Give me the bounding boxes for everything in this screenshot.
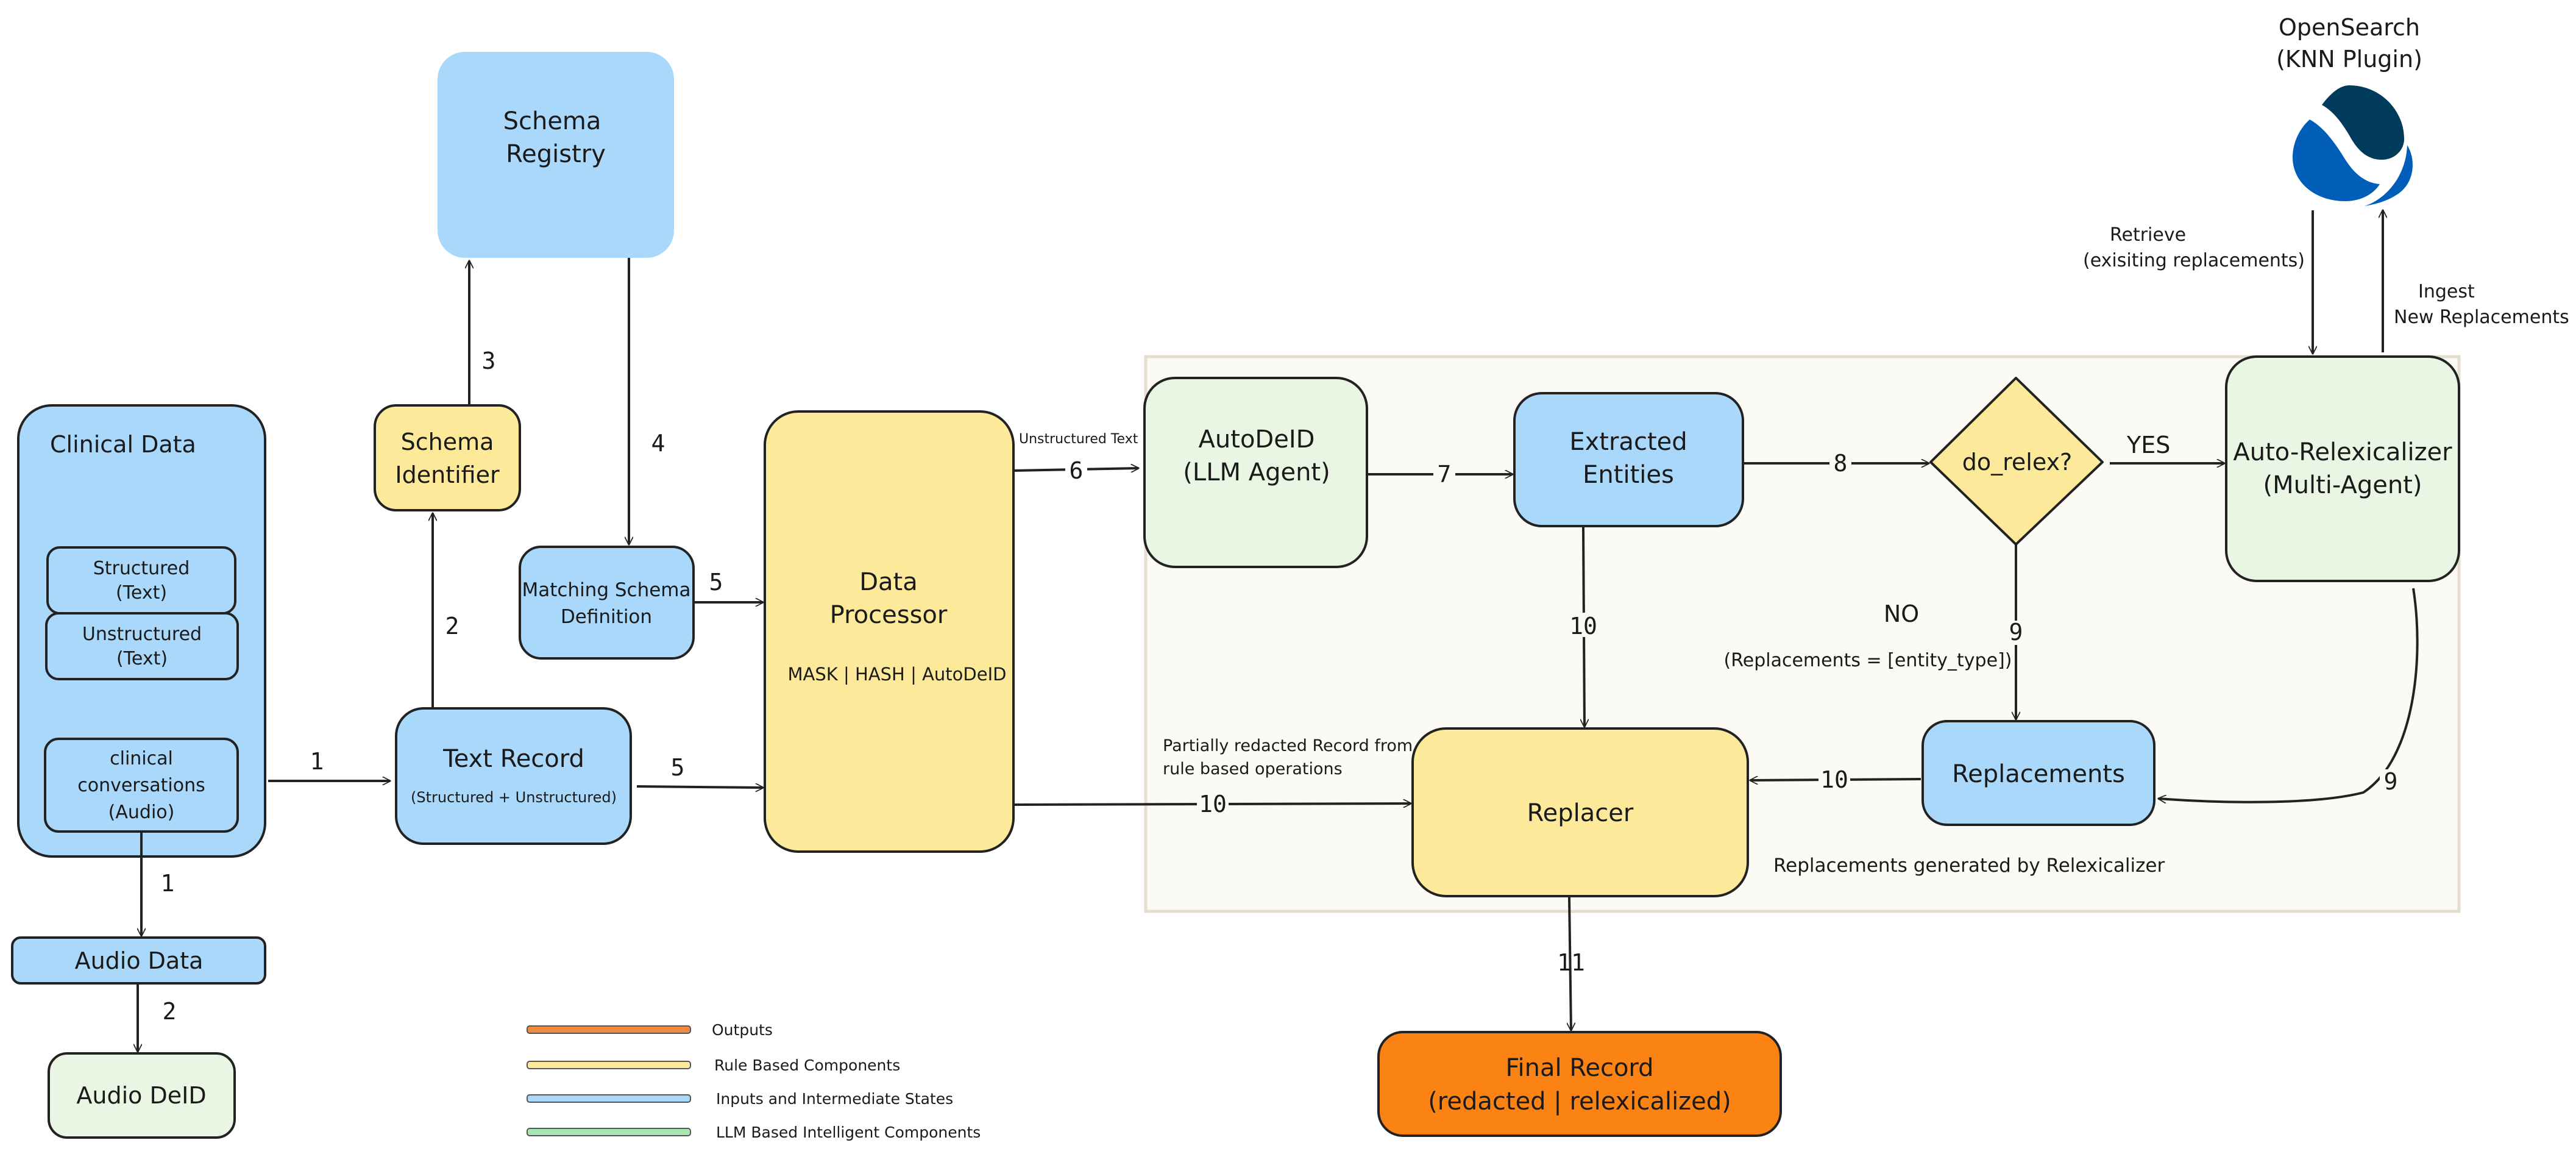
svg-text:(Text): (Text) — [116, 582, 167, 604]
clinical-data-label: Clinical Data — [50, 431, 196, 458]
no-label: NO — [1884, 600, 1919, 627]
schema-registry-box: Schema Registry — [438, 52, 674, 258]
do-relex-decision: do_relex? — [1929, 377, 2104, 546]
legend-swatch-inputs — [527, 1094, 691, 1103]
svg-text:(Structured + Unstructured): (Structured + Unstructured) — [411, 789, 617, 806]
ingest-note-line1: Ingest — [2418, 281, 2475, 302]
edge-textrecord-to-processor — [636, 786, 763, 788]
clinical-conversations-box: clinical conversations (Audio) — [44, 738, 239, 833]
extracted-entities-box: Extracted Entities — [1513, 392, 1744, 527]
svg-text:Entities: Entities — [1583, 461, 1674, 489]
svg-text:Extracted: Extracted — [1569, 428, 1687, 456]
data-processor-box: Data Processor MASK | HASH | AutoDeID — [764, 410, 1015, 853]
retrieve-note-line1: Retrieve — [2110, 224, 2186, 246]
edge-labels: 1 1 2 2 3 4 5 5 6 7 8 10 9 9 10 10 11 — [161, 347, 2402, 1025]
svg-text:Matching Schema: Matching Schema — [522, 579, 690, 601]
svg-text:(Multi-Agent): (Multi-Agent) — [2263, 471, 2422, 499]
svg-text:Definition: Definition — [561, 606, 652, 628]
legend-swatch-rule — [527, 1061, 691, 1069]
edge-label-4: 4 — [651, 430, 665, 457]
legend-outputs: Outputs — [712, 1021, 773, 1039]
edge-label-5a: 5 — [709, 569, 723, 596]
replacer-box: Replacer — [1411, 727, 1749, 897]
svg-text:Auto-Relexicalizer: Auto-Relexicalizer — [2233, 438, 2452, 466]
edge-label-6: 6 — [1070, 457, 1084, 484]
edge-label-10c: 10 — [1820, 766, 1848, 793]
svg-text:Data: Data — [859, 568, 918, 596]
matching-schema-box: Matching Schema Definition — [519, 546, 695, 660]
unstructured-text-box: Unstructured (Text) — [45, 612, 239, 680]
svg-text:conversations: conversations — [77, 775, 205, 796]
svg-text:clinical: clinical — [110, 748, 173, 769]
legend-swatch-outputs — [527, 1025, 691, 1034]
svg-text:MASK | HASH | AutoDeID: MASK | HASH | AutoDeID — [788, 664, 1007, 685]
svg-text:Replacer: Replacer — [1527, 799, 1634, 827]
yes-label: YES — [2126, 432, 2170, 458]
legend-llm: LLM Based Intelligent Components — [716, 1124, 981, 1141]
edge-replacer-to-final — [1569, 897, 1571, 1030]
svg-text:Registry: Registry — [506, 140, 606, 168]
edge-label-10b: 10 — [1199, 791, 1227, 817]
ingest-note-line2: New Replacements — [2394, 307, 2569, 328]
edge-label-9a: 9 — [2009, 619, 2023, 646]
edge-label-10a: 10 — [1569, 613, 1597, 639]
svg-text:Schema: Schema — [503, 107, 601, 135]
svg-text:Text Record: Text Record — [442, 745, 584, 773]
svg-text:Audio Data: Audio Data — [75, 947, 204, 974]
edge-label-9b: 9 — [2384, 768, 2398, 795]
autodeid-agent-box: AutoDeID (LLM Agent) — [1143, 377, 1368, 568]
svg-text:Final Record: Final Record — [1505, 1054, 1653, 1082]
svg-text:Identifier: Identifier — [395, 461, 500, 488]
opensearch-title: OpenSearch — [2279, 14, 2420, 41]
edge-label-7: 7 — [1438, 461, 1452, 488]
no-detail-label: (Replacements = [entity_type]) — [1724, 650, 2012, 671]
svg-text:AutoDeID: AutoDeID — [1199, 426, 1315, 454]
auto-relexicalizer-box: Auto-Relexicalizer (Multi-Agent) — [2225, 355, 2460, 582]
structured-text-box: Structured (Text) — [46, 546, 236, 614]
schema-identifier-box: Schema Identifier — [374, 404, 521, 511]
annotations: Unstructured Text YES NO (Replacements =… — [1019, 224, 2569, 877]
edge-label-2b: 2 — [163, 998, 177, 1025]
partial-record-note-line1: Partially redacted Record from — [1163, 736, 1413, 755]
edge-label-1b: 1 — [161, 870, 175, 897]
legend-inputs: Inputs and Intermediate States — [716, 1090, 953, 1108]
text-record-box: Text Record (Structured + Unstructured) — [395, 707, 632, 845]
svg-text:Unstructured: Unstructured — [82, 624, 202, 645]
edge-label-2a: 2 — [445, 613, 459, 639]
audio-data-box: Audio Data — [11, 936, 266, 985]
retrieve-note-line2: (exisiting replacements) — [2083, 250, 2305, 271]
replacements-generated-note: Replacements generated by Relexicalizer — [1773, 855, 2165, 877]
svg-text:Schema: Schema — [401, 429, 494, 455]
svg-text:(Audio): (Audio) — [108, 802, 175, 823]
audio-deid-box: Audio DeID — [48, 1052, 236, 1139]
svg-text:Audio DeID: Audio DeID — [76, 1082, 206, 1109]
svg-text:Structured: Structured — [93, 558, 190, 579]
legend-swatch-llm — [527, 1128, 691, 1136]
edge-relexicalizer-to-replacements — [2159, 588, 2419, 802]
legend: Outputs Rule Based Components Inputs and… — [527, 1021, 981, 1141]
edge-label-8: 8 — [1834, 450, 1848, 477]
svg-text:Processor: Processor — [830, 601, 948, 629]
edge-label-3: 3 — [482, 347, 496, 374]
edge-label-11: 11 — [1557, 949, 1585, 976]
edge-label-5b: 5 — [671, 754, 685, 781]
edge-label-1a: 1 — [310, 748, 324, 775]
replacements-box: Replacements — [1921, 720, 2156, 826]
legend-rule: Rule Based Components — [714, 1056, 900, 1074]
svg-text:(redacted | relexicalized): (redacted | relexicalized) — [1428, 1088, 1731, 1116]
partial-record-note-line2: rule based operations — [1163, 760, 1343, 778]
svg-text:do_relex?: do_relex? — [1962, 449, 2072, 475]
svg-text:Replacements: Replacements — [1952, 760, 2125, 788]
opensearch-subtitle: (KNN Plugin) — [2276, 46, 2422, 73]
svg-text:(Text): (Text) — [116, 648, 168, 669]
unstructured-text-note: Unstructured Text — [1019, 432, 1138, 447]
final-record-box: Final Record (redacted | relexicalized) — [1377, 1031, 1782, 1137]
svg-text:(LLM Agent): (LLM Agent) — [1183, 458, 1330, 486]
opensearch-logo-icon — [2293, 85, 2413, 206]
